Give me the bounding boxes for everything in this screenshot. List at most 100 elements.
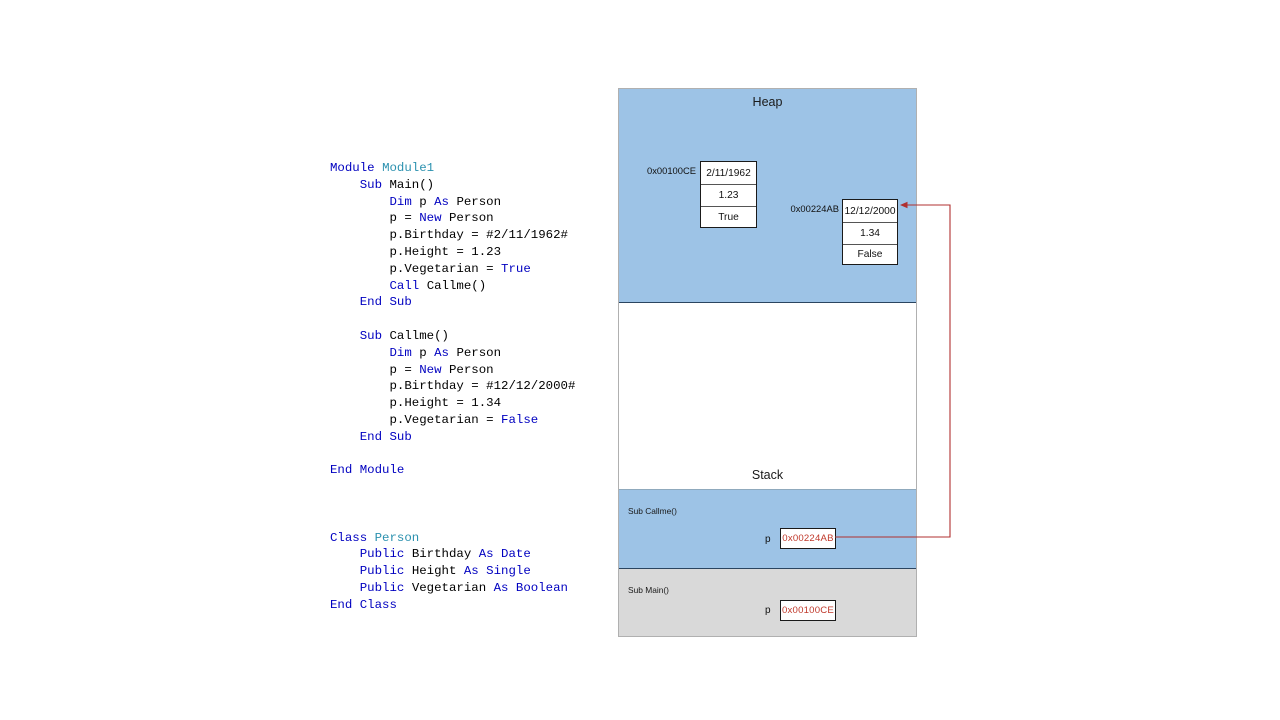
code-token xyxy=(330,195,390,209)
heap-object-1: 12/12/2000 1.34 False xyxy=(842,199,898,265)
code-line-14: p.Height = 1.34 xyxy=(330,395,600,412)
code-line-18: End Module xyxy=(330,462,600,479)
heap-object-1-address: 0x00224AB xyxy=(790,203,839,214)
code-line-23: Public Birthday As Date xyxy=(330,546,600,563)
code-token xyxy=(330,295,360,309)
code-token: p = xyxy=(330,362,420,377)
code-token: Person xyxy=(456,194,502,209)
code-token: p.Height = 1.23 xyxy=(330,244,502,259)
stack-frame-callme-label: Sub Callme() xyxy=(628,506,677,516)
code-line-2: Dim p As Person xyxy=(330,194,600,211)
code-token: Main() xyxy=(389,177,435,192)
code-token: Public xyxy=(359,564,412,579)
code-token xyxy=(330,346,390,360)
code-line-4: p.Birthday = #2/11/1962# xyxy=(330,227,600,244)
code-token: p = xyxy=(330,211,420,226)
heap-object-0-field-height: 1.23 xyxy=(701,184,756,206)
code-token: End Sub xyxy=(359,429,412,444)
stack-frame-callme-variable-value: 0x00224AB xyxy=(780,528,836,549)
code-token: Birthday xyxy=(411,547,479,562)
code-token: Dim xyxy=(389,194,420,209)
code-token: p xyxy=(419,345,435,360)
code-line-19 xyxy=(330,479,600,496)
code-line-8: End Sub xyxy=(330,294,600,311)
code-token xyxy=(330,178,360,192)
code-line-1: Sub Main() xyxy=(330,177,600,194)
source-code-panel: Module Module1 Sub Main() Dim p As Perso… xyxy=(330,160,600,614)
code-token: p.Birthday = #12/12/2000# xyxy=(330,379,576,394)
heap-object-1-field-vegetarian: False xyxy=(843,244,897,264)
code-line-13: p.Birthday = #12/12/2000# xyxy=(330,378,600,395)
code-token: Callme() xyxy=(389,328,450,343)
code-token xyxy=(330,564,360,578)
code-token: Sub xyxy=(359,177,390,192)
code-token: New xyxy=(419,211,449,226)
stack-title: Stack xyxy=(751,468,784,482)
code-token: True xyxy=(501,261,531,276)
code-line-12: p = New Person xyxy=(330,362,600,379)
heap-title: Heap xyxy=(752,95,783,109)
code-token: False xyxy=(501,412,539,427)
code-token: As Date xyxy=(478,547,531,562)
heap-region: Heap 0x00100CE 2/11/1962 1.23 True 0x002… xyxy=(619,89,916,303)
code-token: End Sub xyxy=(359,295,412,310)
heap-object-0-address: 0x00100CE xyxy=(647,165,696,176)
memory-diagram: Heap 0x00100CE 2/11/1962 1.23 True 0x002… xyxy=(618,88,917,637)
code-token: p xyxy=(419,194,435,209)
code-line-16: End Sub xyxy=(330,429,600,446)
code-line-7: Call Callme() xyxy=(330,278,600,295)
code-token xyxy=(330,581,360,595)
code-token: Public xyxy=(359,580,412,595)
code-line-22: Class Person xyxy=(330,530,600,547)
code-line-20 xyxy=(330,496,600,513)
code-line-15: p.Vegetarian = False xyxy=(330,412,600,429)
code-line-9 xyxy=(330,311,600,328)
code-line-5: p.Height = 1.23 xyxy=(330,244,600,261)
heap-object-1-field-birthday: 12/12/2000 xyxy=(843,200,897,222)
code-token: As xyxy=(434,345,457,360)
code-token: Person xyxy=(456,345,502,360)
code-token: Person xyxy=(448,362,494,377)
code-token: p.Vegetarian = xyxy=(330,261,502,276)
stack-frame-main-variable-value: 0x00100CE xyxy=(780,600,836,621)
code-token: Call xyxy=(389,278,427,293)
code-token: Height xyxy=(411,564,464,579)
code-token: Person xyxy=(448,211,494,226)
code-line-6: p.Vegetarian = True xyxy=(330,261,600,278)
free-memory-region xyxy=(619,303,916,488)
code-token: Sub xyxy=(359,328,390,343)
code-line-21 xyxy=(330,513,600,530)
stack-frame-main-label: Sub Main() xyxy=(628,585,669,595)
code-line-24: Public Height As Single xyxy=(330,563,600,580)
code-token: Callme() xyxy=(426,278,487,293)
code-token xyxy=(330,279,390,293)
code-token xyxy=(330,430,360,444)
code-token: p.Vegetarian = xyxy=(330,412,502,427)
heap-object-1-field-height: 1.34 xyxy=(843,222,897,244)
code-token xyxy=(330,329,360,343)
code-token: Class xyxy=(330,530,375,545)
heap-object-0: 2/11/1962 1.23 True xyxy=(700,161,757,228)
code-token: As xyxy=(434,194,457,209)
code-token xyxy=(330,547,360,561)
code-line-0: Module Module1 xyxy=(330,160,600,177)
code-line-25: Public Vegetarian As Boolean xyxy=(330,580,600,597)
code-token: Public xyxy=(359,547,412,562)
code-token: Module xyxy=(330,161,383,175)
code-line-10: Sub Callme() xyxy=(330,328,600,345)
code-line-11: Dim p As Person xyxy=(330,345,600,362)
code-token: End Module xyxy=(330,463,405,478)
code-line-17 xyxy=(330,446,600,463)
code-token: Person xyxy=(374,530,420,545)
code-line-26: End Class xyxy=(330,597,600,614)
code-token: As Single xyxy=(463,564,531,579)
code-token: End Class xyxy=(330,597,397,612)
stack-frame-main-variable-name: p xyxy=(765,605,771,616)
code-line-3: p = New Person xyxy=(330,210,600,227)
stack-frame-main: Sub Main() p 0x00100CE xyxy=(619,569,916,636)
code-token: Vegetarian xyxy=(411,580,494,595)
code-token: Dim xyxy=(389,345,420,360)
stack-frame-callme: Sub Callme() p 0x00224AB xyxy=(619,489,916,569)
heap-object-0-field-vegetarian: True xyxy=(701,206,756,227)
code-token: p.Height = 1.34 xyxy=(330,396,502,411)
